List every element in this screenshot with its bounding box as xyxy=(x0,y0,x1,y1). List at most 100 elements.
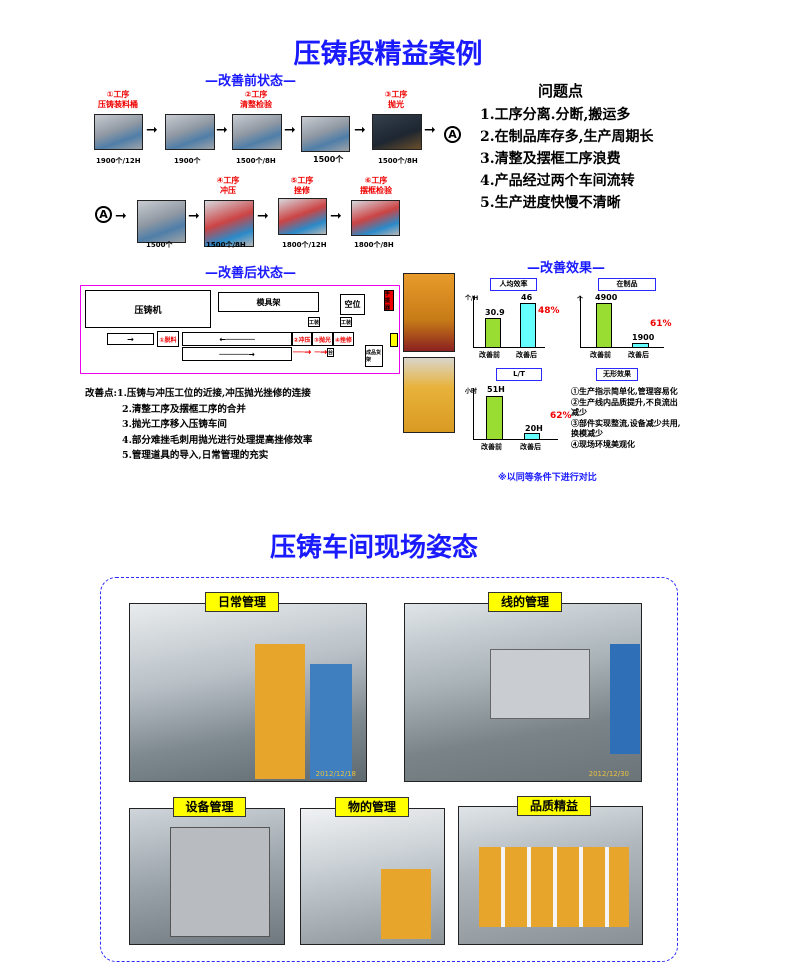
value-label: 20H xyxy=(525,424,543,433)
chart-title: 人均效率 xyxy=(490,278,537,291)
mold-rack: 模具架 xyxy=(218,292,319,312)
arrow-icon: ➞ xyxy=(330,208,342,224)
process-photo xyxy=(94,114,143,150)
change-percent: 62% xyxy=(550,411,572,421)
x-label: 改善前 xyxy=(479,351,500,359)
x-label: 改善后 xyxy=(516,351,537,359)
page-title: 压铸段精益案例 xyxy=(293,39,483,70)
line-management-photo: 2012/12/30 xyxy=(404,603,642,782)
step-label: ⑥工序摆框检验 xyxy=(360,176,392,195)
process-photo xyxy=(204,200,254,247)
workstation xyxy=(490,649,590,719)
equipment-management-photo xyxy=(129,808,285,945)
comparison-note: ※以同等条件下进行对比 xyxy=(498,473,597,483)
process-photo xyxy=(165,114,215,150)
fire-extinguisher: 手提器 xyxy=(384,290,394,311)
value-label: 4900 xyxy=(595,293,618,302)
finished-goods-rack: 成品货架 xyxy=(365,345,383,367)
bar-after xyxy=(632,343,649,348)
empty-slot: 空位 xyxy=(340,294,365,315)
effect-item: ②生产线内品质提升,不良流出减少 xyxy=(571,396,678,418)
bar-before xyxy=(486,396,503,440)
bar-after xyxy=(524,433,540,440)
bar-before xyxy=(485,318,501,348)
step-2: ②冲压 xyxy=(292,332,312,346)
after-layout: 压铸机 模具架 空位 手提器 工装 工装 → ①脱料 ←────── ─────… xyxy=(80,285,400,374)
step-1: ①脱料 xyxy=(157,331,179,347)
process-photo xyxy=(351,200,400,236)
invisible-effects-title: 无形效果 xyxy=(596,368,638,381)
andon-station xyxy=(255,644,305,779)
chart-axis xyxy=(473,296,545,348)
quality-board xyxy=(479,847,629,927)
photo-label: 物的管理 xyxy=(335,797,409,817)
connector-a: A xyxy=(444,126,461,143)
step-label: ⑤工序挫修 xyxy=(290,176,314,195)
photo-label: 设备管理 xyxy=(173,797,246,817)
issue-item: 5.生产进度快慢不清晰 xyxy=(480,195,621,211)
before-header: —改善前状态— xyxy=(205,74,297,89)
caption: 1800个/8H xyxy=(354,241,394,249)
effect-item: ①生产指示简单化,管理容易化 xyxy=(571,386,678,396)
improvements-label: 改善点: xyxy=(85,388,118,399)
after-header: —改善后状态— xyxy=(205,266,297,281)
bar-after xyxy=(520,303,536,348)
cart xyxy=(381,869,431,939)
arrow-icon: ➞ xyxy=(354,122,366,138)
invisible-effects-list: ①生产指示简单化,管理容易化 ②生产线内品质提升,不良流出减少 ③部件实现整流,… xyxy=(571,386,683,449)
process-photo xyxy=(232,114,282,150)
flow-arrow: ←────── xyxy=(182,332,292,346)
andon-marker xyxy=(390,333,398,347)
y-label: 小时 xyxy=(465,388,478,395)
x-label: 改善后 xyxy=(520,443,541,451)
daily-management-photo: 2012/12/18 xyxy=(129,603,367,782)
arrow-icon: ➞ xyxy=(284,122,296,138)
caption: 1900个/12H xyxy=(96,157,141,165)
issues-header: 问题点 xyxy=(538,82,584,100)
issue-item: 2.在制品库存多,生产周期长 xyxy=(480,129,654,145)
arrow-icon: ➞ xyxy=(216,122,228,138)
chart-title: L/T xyxy=(496,368,542,381)
machine xyxy=(310,664,352,779)
issue-item: 4.产品经过两个车间流转 xyxy=(480,173,635,189)
flow-arrow: ──────→ xyxy=(182,347,292,361)
x-label: 改善后 xyxy=(628,351,649,359)
issue-item: 3.清整及摆框工序浪费 xyxy=(480,151,621,167)
change-percent: 61% xyxy=(650,319,672,329)
arrow-icon: ➞ xyxy=(188,208,200,224)
effect-item: ④现场环境美观化 xyxy=(571,438,635,449)
table-box: 台 xyxy=(327,348,334,357)
arrow-icon: ➞ xyxy=(115,208,127,224)
y-label: 个/H xyxy=(465,295,479,302)
improvement-item: 5.管理道具的导入,日常管理的充实 xyxy=(122,450,269,461)
process-photo xyxy=(372,114,422,150)
value-label: 51H xyxy=(487,385,505,394)
press-machine xyxy=(170,827,270,937)
chart-title: 在制品 xyxy=(598,278,656,291)
chart-axis xyxy=(580,296,664,348)
site-photos-frame xyxy=(100,577,678,962)
improvement-item: 3.抛光工序移入压铸车间 xyxy=(122,419,227,430)
flow-arrow: → xyxy=(107,333,154,345)
value-label: 1900 xyxy=(632,333,655,342)
caption: 1500个 xyxy=(313,155,344,164)
step-label: ②工序清整检验 xyxy=(240,90,272,109)
improvement-item: 1.压铸与冲压工位的近接,冲压抛光挫修的连接 xyxy=(117,388,311,399)
effect-item: ③部件实现整流,设备减少共用,换模减少 xyxy=(571,417,681,439)
step-4: ④挫修 xyxy=(333,332,354,346)
fire-cart-photo xyxy=(403,273,455,352)
caption: 1500个 xyxy=(146,241,173,249)
caption: 1500个/8H xyxy=(236,157,276,165)
connector-a: A xyxy=(95,206,112,223)
flow-arrow-red: ──→ ─→ xyxy=(293,348,328,358)
process-photo xyxy=(137,200,186,243)
improvement-item: 4.部分难挫毛刺用抛光进行处理提高挫修效率 xyxy=(122,434,313,446)
x-label: 改善前 xyxy=(590,351,611,359)
machine xyxy=(610,644,640,754)
andon-board-photo xyxy=(403,357,455,433)
caption: 1800个/12H xyxy=(282,241,327,249)
arrow-icon: ➞ xyxy=(424,122,436,138)
chart-axis xyxy=(473,388,558,440)
issue-item: 1.工序分离.分断,搬运多 xyxy=(480,107,631,123)
date-stamp: 2012/12/30 xyxy=(588,770,629,778)
